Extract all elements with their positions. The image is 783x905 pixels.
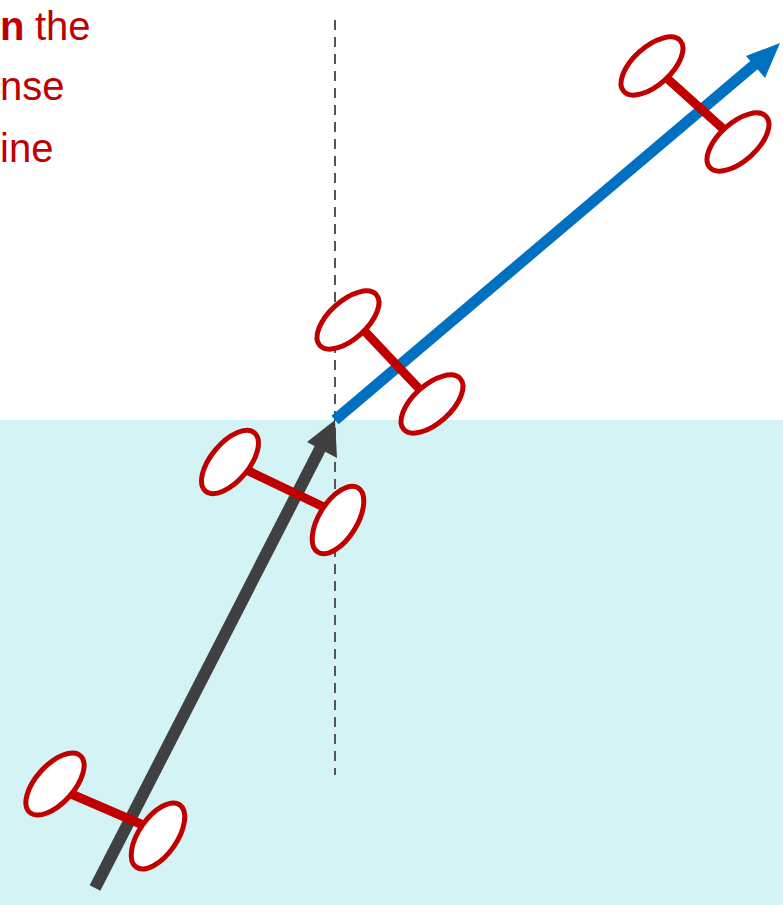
- caption-text: nse: [0, 62, 65, 110]
- dumbbell: [191, 421, 374, 563]
- dumbbell: [15, 743, 195, 878]
- lower-medium: [0, 420, 783, 905]
- dumbbell: [307, 280, 473, 443]
- upper-medium: [0, 0, 783, 420]
- caption-text: the: [35, 2, 91, 50]
- caption-text: ine: [0, 124, 53, 172]
- dumbbell: [611, 26, 779, 181]
- caption-text: n: [0, 2, 24, 50]
- refracted-arrow: [335, 43, 780, 420]
- normal-line: [334, 20, 336, 775]
